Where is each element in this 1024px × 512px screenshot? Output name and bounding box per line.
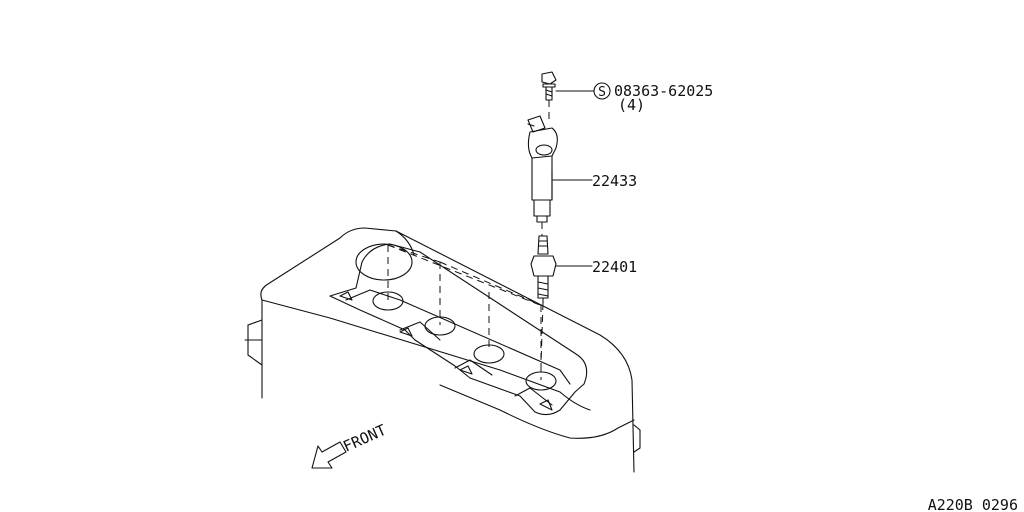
ignition-coil — [527, 115, 593, 236]
coil-part-number: 22433 — [592, 172, 637, 190]
front-arrow: FRONT — [311, 421, 389, 469]
front-label: FRONT — [340, 421, 389, 456]
cylinder-head-cover — [244, 227, 641, 473]
bolt-quantity: (4) — [618, 96, 645, 114]
figure-code: A220B 0296 — [928, 496, 1018, 512]
s-symbol-icon — [593, 82, 611, 100]
bolt — [541, 71, 595, 122]
bolt-symbol: S — [598, 85, 606, 100]
bolt-label: S 08363-62025 (4) — [593, 82, 713, 114]
front-arrow-icon — [311, 441, 347, 469]
bolt-part-number: 08363-62025 — [614, 82, 713, 100]
plug-part-number: 22401 — [592, 258, 637, 276]
spark-plug — [530, 235, 593, 366]
